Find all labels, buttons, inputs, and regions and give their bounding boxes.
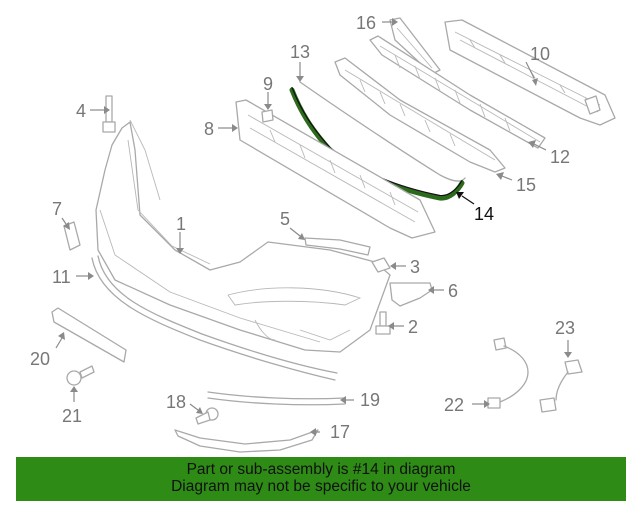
callout-14-highlighted: 14 <box>474 204 494 224</box>
part-23-harness <box>539 359 583 413</box>
part-1-bumper-cover <box>95 119 391 353</box>
part-3-clip <box>371 257 391 273</box>
part-21-push-pin <box>66 365 95 386</box>
callout-17: 17 <box>330 422 350 442</box>
callout-11: 11 <box>52 267 71 287</box>
part-19-lower-molding <box>207 391 346 406</box>
part-4-bolt <box>102 95 116 133</box>
callout-5: 5 <box>280 209 290 229</box>
part-7-bracket <box>63 221 81 251</box>
callout-23: 23 <box>555 318 575 338</box>
part-13-molding <box>299 81 466 182</box>
callout-18: 18 <box>166 392 186 412</box>
part-info-banner: Part or sub-assembly is #14 in diagram D… <box>16 457 626 501</box>
banner-line-2: Diagram may not be specific to your vehi… <box>171 478 471 495</box>
banner-line-1: Part or sub-assembly is #14 in diagram <box>186 461 456 478</box>
callout-19: 19 <box>360 390 380 410</box>
callout-10: 10 <box>530 44 550 64</box>
callout-6: 6 <box>448 281 458 301</box>
part-6-bracket <box>389 282 433 307</box>
callout-22: 22 <box>444 395 464 415</box>
part-18-screw <box>195 407 219 425</box>
callout-2: 2 <box>408 317 418 337</box>
callout-8: 8 <box>204 119 214 139</box>
part-15-lower-grille <box>334 57 506 173</box>
part-17-garnish <box>174 429 319 453</box>
part-12-upper-grille <box>369 35 546 149</box>
part-8-absorber <box>235 99 436 239</box>
part-11-lower-strip <box>91 255 338 381</box>
callout-16: 16 <box>356 13 376 33</box>
callout-3: 3 <box>410 257 420 277</box>
part-2-screw <box>375 311 391 335</box>
callout-1: 1 <box>176 214 186 234</box>
callout-13: 13 <box>290 42 310 62</box>
part-22-harness <box>487 337 529 409</box>
part-9-clip <box>261 109 274 123</box>
callout-20: 20 <box>30 349 50 369</box>
part-20-plate <box>51 307 127 363</box>
leader-lines <box>55 18 572 436</box>
callout-12: 12 <box>550 147 570 167</box>
callout-labels: 1 2 3 4 5 6 7 8 9 10 11 12 13 14 15 16 1… <box>30 13 575 442</box>
callout-7: 7 <box>52 199 62 219</box>
callout-21: 21 <box>62 406 82 426</box>
callout-4: 4 <box>76 101 86 121</box>
part-5-strip <box>304 237 371 256</box>
callout-9: 9 <box>263 74 273 94</box>
callout-15: 15 <box>516 175 536 195</box>
part-16-bracket <box>389 17 441 75</box>
